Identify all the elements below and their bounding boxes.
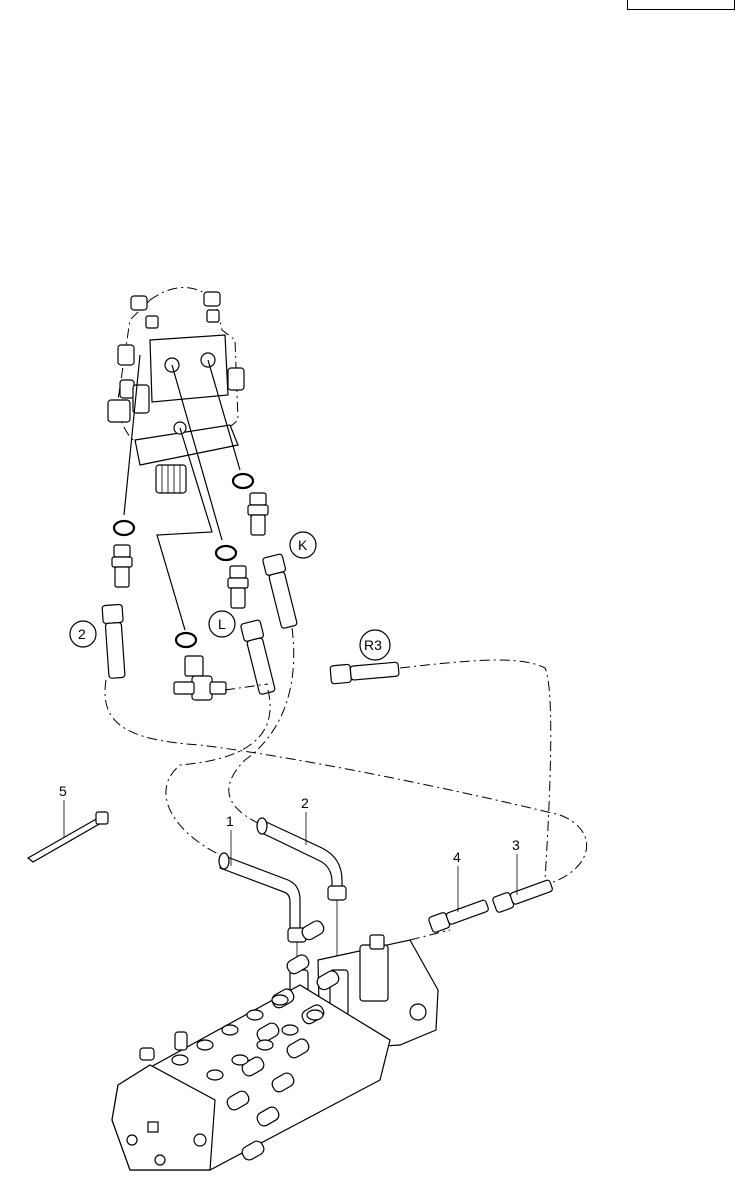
cable-tie — [26, 811, 109, 863]
label-item-3: 3 — [512, 837, 520, 853]
label-item-2-circle: 2 — [78, 626, 86, 642]
o-rings — [112, 472, 255, 649]
hose-routings — [104, 627, 588, 941]
label-item-5: 5 — [59, 783, 67, 799]
page-reference-box — [627, 0, 735, 10]
hose-ends — [101, 553, 400, 695]
port-leader-lines — [123, 354, 241, 631]
control-valve-block — [111, 920, 439, 1171]
pilot-valve-assembly — [107, 287, 245, 494]
label-port-r3: R3 — [364, 637, 382, 653]
callout-labels: 5 1 2 4 3 2 K L R3 — [59, 531, 520, 912]
tee-fitting — [173, 655, 227, 701]
adapter-fittings — [111, 492, 269, 701]
label-port-l: L — [218, 616, 226, 632]
steel-tubes — [218, 817, 347, 970]
label-item-1: 1 — [226, 813, 234, 829]
fittings-3-4 — [428, 879, 553, 933]
label-item-2: 2 — [301, 795, 309, 811]
label-item-4: 4 — [453, 849, 461, 865]
label-port-k: K — [298, 537, 308, 553]
